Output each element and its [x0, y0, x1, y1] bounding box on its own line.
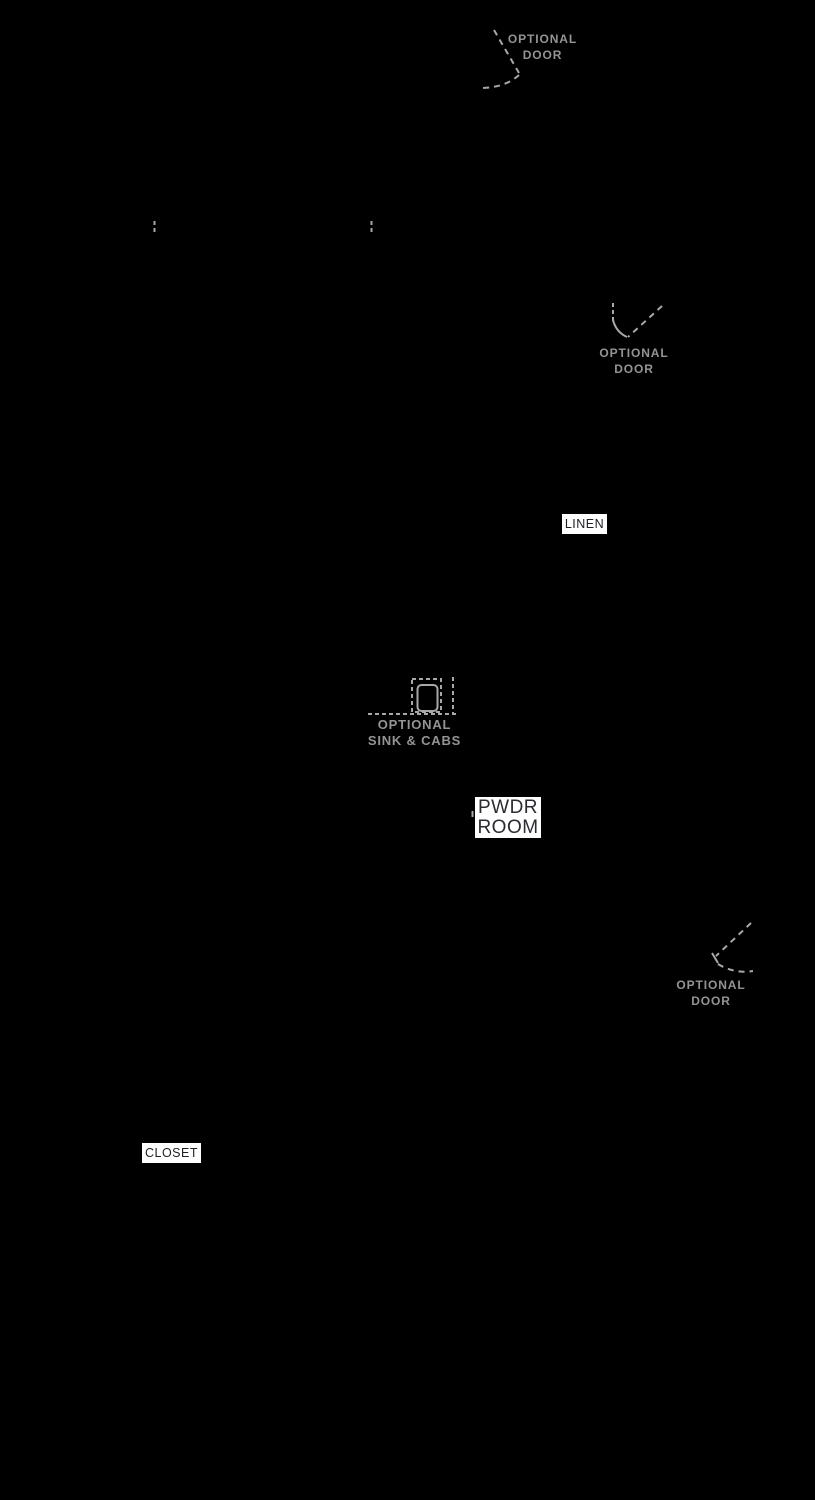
optional-sink-label-line1: OPTIONAL	[377, 717, 452, 732]
room-label-pwdr-line2: ROOM	[477, 816, 539, 838]
door-swing-icon-middle	[612, 303, 663, 338]
door-swing-icon-bottom	[711, 922, 754, 973]
optional-door-label-top: OPTIONAL DOOR	[494, 31, 591, 63]
optional-door-label-bottom-line2: DOOR	[691, 994, 731, 1008]
optional-sink-label: OPTIONAL SINK & CABS	[361, 717, 468, 749]
optional-sink-icon	[368, 677, 456, 715]
optional-door-label-top-line1: OPTIONAL	[507, 32, 578, 46]
room-label-closet: CLOSET	[142, 1143, 201, 1163]
optional-sink-label-line2: SINK & CABS	[367, 733, 462, 748]
optional-door-label-bottom-line1: OPTIONAL	[676, 978, 746, 992]
wall-tick-marks	[153, 221, 474, 817]
room-label-pwdr-room: PWDR ROOM	[475, 797, 541, 838]
optional-door-label-middle: OPTIONAL DOOR	[586, 345, 682, 377]
room-label-closet-text: CLOSET	[144, 1146, 198, 1160]
optional-door-label-middle-line2: DOOR	[614, 362, 654, 376]
optional-door-label-top-line2: DOOR	[522, 48, 563, 62]
optional-door-label-bottom: OPTIONAL DOOR	[663, 977, 759, 1009]
room-label-pwdr-line1: PWDR	[477, 796, 539, 818]
door-swing-icon-top	[482, 29, 520, 89]
room-label-linen-text: LINEN	[564, 517, 605, 531]
room-label-linen: LINEN	[562, 514, 607, 534]
optional-door-label-middle-line1: OPTIONAL	[599, 346, 669, 360]
